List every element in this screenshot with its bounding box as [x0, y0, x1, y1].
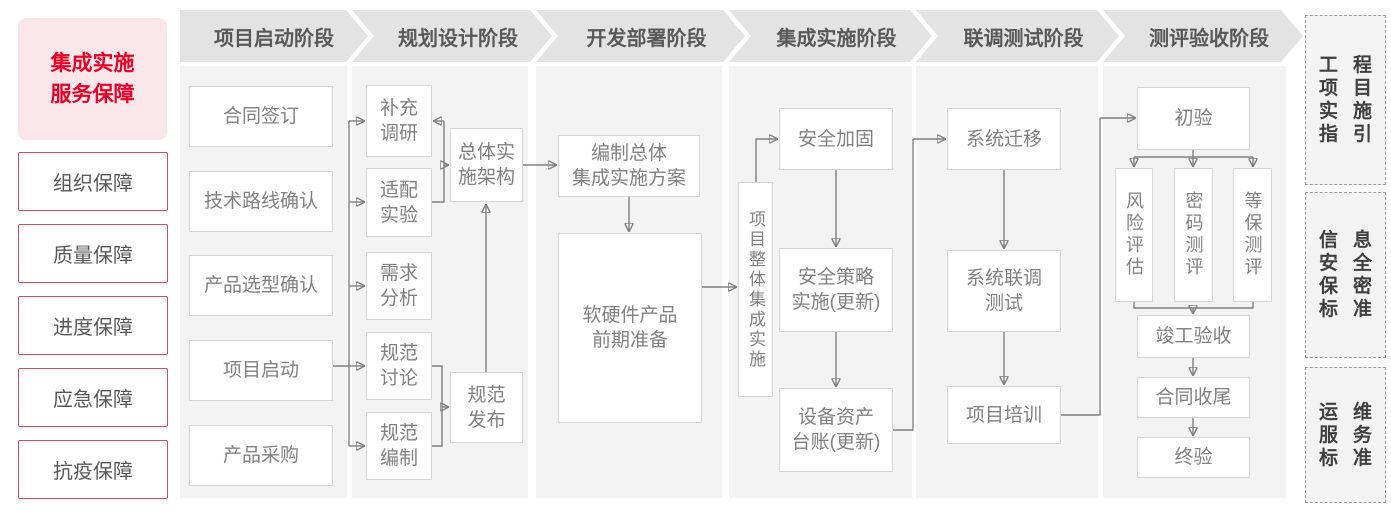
- standard-line: 信息: [1319, 230, 1388, 251]
- standard-line: 标准: [1319, 299, 1388, 320]
- box-overall-integration-plan: 编制总体 集成实施方案: [558, 135, 700, 197]
- standard-line: 标准: [1319, 447, 1388, 469]
- phase-header-integration: 集成实施阶段: [729, 10, 932, 62]
- box-classified-protection-evaluation: 等保测评: [1233, 168, 1272, 302]
- standard-line: 保密: [1319, 276, 1388, 297]
- box-spec-release: 规范 发布: [450, 372, 523, 443]
- guarantee-item-quality: 质量保障: [18, 224, 168, 283]
- box-spec-drafting: 规范 编制: [366, 412, 432, 480]
- box-risk-assessment: 风险评估: [1115, 168, 1153, 302]
- phase-header-startup: 项目启动阶段: [180, 10, 368, 62]
- standard-om-service: 运维 服务 标准: [1305, 367, 1386, 503]
- box-adaptation-test: 适配 实验: [366, 168, 432, 237]
- box-security-policy: 安全策略 实施(更新): [779, 248, 893, 332]
- guarantee-item-epidemic: 抗疫保障: [18, 440, 168, 499]
- box-overall-architecture: 总体实 施架构: [450, 128, 523, 202]
- guarantee-item-emergency: 应急保障: [18, 368, 168, 427]
- box-crypto-evaluation: 密码测评: [1174, 168, 1213, 302]
- standard-line: 服务: [1319, 424, 1388, 446]
- box-contract-signing: 合同签订: [189, 86, 333, 147]
- standard-line: 实施: [1319, 101, 1388, 122]
- standard-line: 指引: [1319, 124, 1388, 145]
- box-contract-closure: 合同收尾: [1137, 377, 1250, 418]
- box-requirement-analysis: 需求 分析: [366, 252, 432, 320]
- box-spec-discussion: 规范 讨论: [366, 332, 432, 400]
- box-initial-acceptance: 初验: [1137, 87, 1250, 150]
- box-project-kickoff: 项目启动: [189, 340, 333, 401]
- box-tech-route-confirm: 技术路线确认: [189, 171, 333, 232]
- diagram-title: 集成实施 服务保障: [18, 18, 167, 140]
- box-supplementary-research: 补充 调研: [366, 85, 432, 157]
- box-asset-ledger-update: 设备资产 台账(更新): [779, 388, 893, 472]
- standard-line: 运维: [1319, 401, 1388, 423]
- guarantee-item-schedule: 进度保障: [18, 296, 168, 355]
- standard-info-security-confidentiality: 信息 安全 保密 标准: [1305, 192, 1386, 358]
- box-hw-sw-preparation: 软硬件产品 前期准备: [558, 233, 702, 423]
- standard-line: 工程: [1319, 55, 1388, 76]
- box-project-training: 项目培训: [947, 386, 1061, 444]
- phase-header-acceptance: 测评验收阶段: [1103, 10, 1303, 62]
- box-project-overall-integration: 项目整体集成实施: [738, 182, 773, 397]
- phase-header-testing: 联调测试阶段: [916, 10, 1119, 62]
- box-product-procurement: 产品采购: [189, 425, 333, 486]
- guarantee-item-organization: 组织保障: [18, 152, 168, 211]
- box-product-selection-confirm: 产品选型确认: [189, 255, 333, 316]
- standard-project-implementation-guide: 工程 项目 实施 指引: [1305, 15, 1386, 185]
- box-security-hardening: 安全加固: [779, 108, 893, 170]
- phase-header-planning: 规划设计阶段: [352, 10, 552, 62]
- box-system-migration: 系统迁移: [947, 108, 1061, 170]
- box-system-joint-test: 系统联调 测试: [947, 250, 1061, 332]
- box-completion-acceptance: 竣工验收: [1137, 315, 1250, 358]
- standard-line: 安全: [1319, 253, 1388, 274]
- standard-line: 项目: [1319, 78, 1388, 99]
- box-final-acceptance: 终验: [1137, 437, 1250, 478]
- phase-header-development: 开发部署阶段: [536, 10, 745, 62]
